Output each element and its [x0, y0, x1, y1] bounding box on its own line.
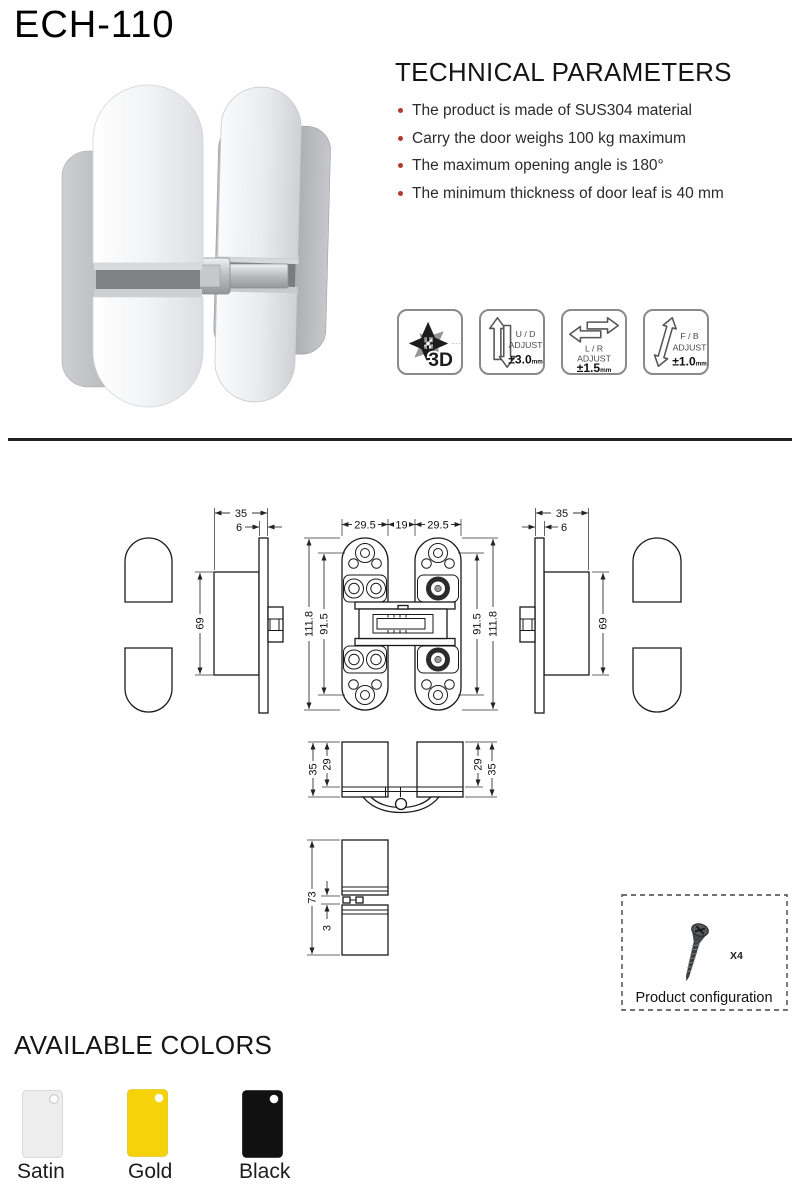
swatch-label-gold: Gold [128, 1160, 173, 1183]
technical-parameters-list: The product is made of SUS304 material C… [397, 102, 787, 212]
dim-label: 69 [195, 617, 207, 629]
dim-label: 91.5 [472, 613, 484, 634]
front-view: 29.5 19 29.5 111.8 91.5 91.5 111.8 [302, 518, 500, 711]
3d-arrows-icon: 3D [408, 321, 461, 373]
hang-hole-icon [49, 1094, 59, 1104]
dim-label: 6 [236, 522, 242, 534]
product-configuration-label: Product configuration [635, 990, 772, 1006]
dim-label: 35 [308, 763, 320, 775]
dim-label: 29 [322, 758, 334, 770]
badge-value: ±3.0mm [508, 352, 543, 366]
dim-label: 35 [556, 508, 568, 520]
side-view-left: 35 6 69 [193, 507, 284, 714]
left-right-arrows-icon: L / R ADJUST ±1.5mm [569, 317, 619, 373]
dim-label: 3 [322, 925, 334, 931]
parameter-item: The product is made of SUS304 material [397, 102, 787, 119]
dim-label: 29 [473, 758, 485, 770]
product-configuration-box: X4 Product configuration [621, 894, 788, 1011]
swatch-label-satin: Satin [17, 1160, 65, 1183]
bullet-icon [398, 190, 403, 196]
hinge-right-assembly [213, 86, 331, 403]
folded-view: 73 3 [305, 839, 389, 956]
available-colors-heading: AVAILABLE COLORS [14, 1030, 273, 1060]
badge-line2: ADJUST [509, 340, 543, 350]
top-view: 35 29 29 35 [306, 741, 499, 814]
badge-line1: F / B [680, 331, 699, 341]
badge-line1: U / D [516, 329, 536, 339]
screw-icon [686, 923, 709, 982]
technical-parameters-heading: TECHNICAL PARAMETERS [395, 57, 732, 87]
parameter-text: The maximum opening angle is 180° [412, 157, 664, 174]
badge-lr-adjust: L / R ADJUST ±1.5mm [561, 309, 627, 375]
dim-label: 35 [235, 508, 247, 520]
swatch-label-black: Black [239, 1160, 291, 1183]
page-title: ECH-110 [14, 4, 175, 46]
bullet-icon [398, 163, 403, 168]
badge-3d-label: 3D [428, 349, 453, 371]
dim-label: 19 [395, 519, 407, 531]
dim-label: 6 [561, 522, 567, 534]
bullet-icon [398, 135, 403, 141]
dim-label: 69 [598, 617, 610, 629]
section-divider [8, 438, 792, 441]
parameter-text: The product is made of SUS304 material [412, 102, 692, 119]
up-down-arrows-icon: U / D ADJUST ±3.0mm [488, 317, 543, 368]
badge-value: ±1.0mm [672, 354, 707, 368]
badge-line2: ADJUST [673, 343, 707, 353]
technical-drawings: 35 6 69 35 6 69 [124, 507, 788, 1011]
parameter-item: Carry the door weighs 100 kg maximum [397, 130, 787, 147]
dim-label: 91.5 [319, 613, 331, 634]
hang-hole-icon [154, 1093, 164, 1103]
product-photo [61, 84, 331, 408]
swatch-satin [22, 1090, 63, 1158]
feature-badge-row: 3D U / D ADJUST ±3.0mm L / R ADJUST ±1.5… [397, 309, 709, 375]
badge-line2: ADJUST [577, 353, 612, 363]
side-view-right: 35 6 69 [519, 507, 610, 714]
dim-label: 111.8 [488, 611, 500, 637]
badge-value: ±1.5mm [577, 361, 612, 373]
cover-caps-right [632, 537, 682, 713]
badge-ud-adjust: U / D ADJUST ±3.0mm [479, 309, 545, 375]
swatch-gold [127, 1089, 168, 1157]
parameter-text: The minimum thickness of door leaf is 40… [412, 184, 724, 202]
hinge-left-assembly [61, 84, 204, 408]
bullet-icon [398, 108, 403, 113]
cover-caps-left [124, 537, 173, 713]
badge-3d-adjust: 3D [397, 309, 463, 375]
badge-line1: L / R [585, 344, 603, 354]
dim-label: 73 [307, 891, 319, 903]
swatch-black [242, 1090, 283, 1158]
badge-fb-adjust: F / B ADJUST ±1.0mm [643, 309, 709, 375]
dim-label: 35 [487, 763, 499, 775]
dim-label: 29.5 [427, 519, 448, 531]
hang-hole-icon [269, 1094, 279, 1104]
parameter-item: The minimum thickness of door leaf is 40… [397, 185, 787, 202]
parameter-text: Carry the door weighs 100 kg maximum [412, 129, 686, 147]
front-back-arrows-icon: F / B ADJUST ±1.0mm [653, 317, 707, 368]
screw-count: X4 [730, 950, 743, 962]
parameter-item: The maximum opening angle is 180° [397, 157, 787, 174]
dim-label: 111.8 [304, 611, 316, 637]
dim-label: 29.5 [354, 519, 375, 531]
